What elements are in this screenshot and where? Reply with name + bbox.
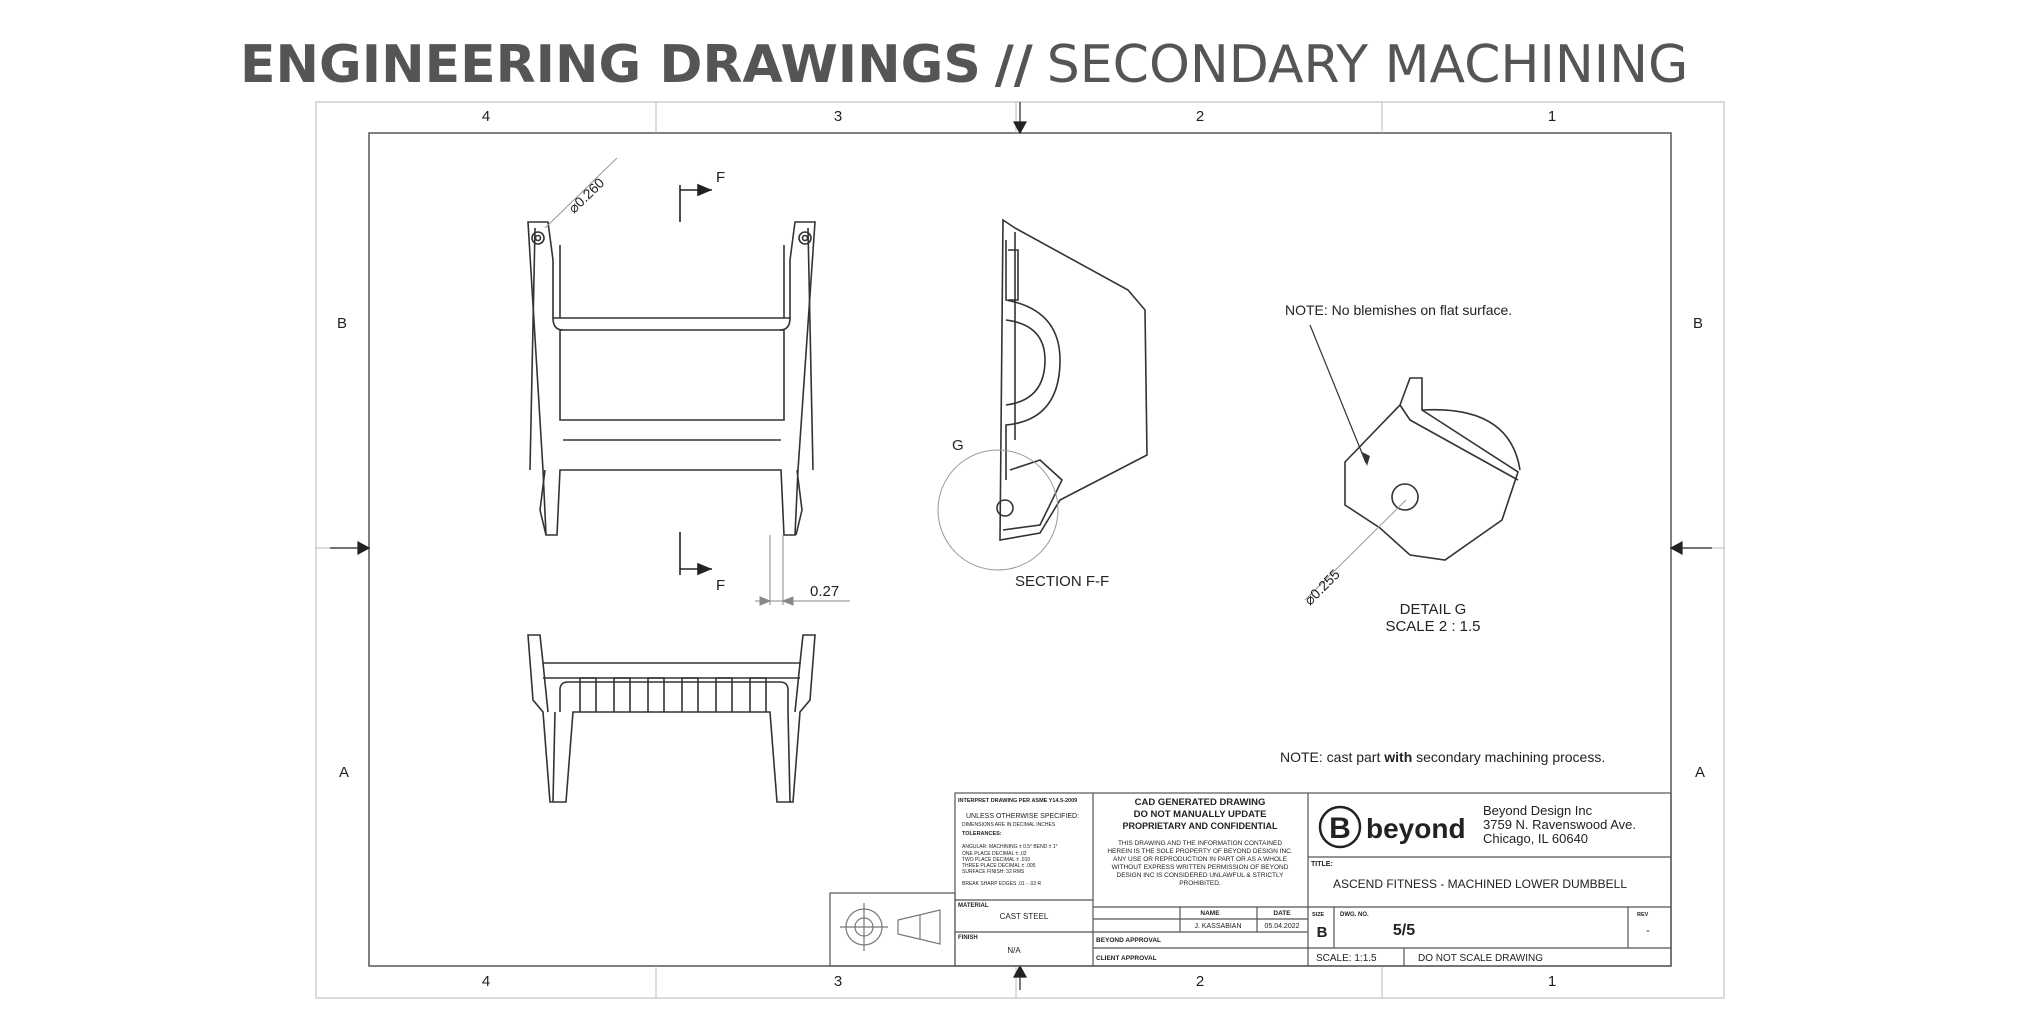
section-letter-top: F	[716, 169, 725, 186]
zone-right-a: A	[1695, 764, 1705, 781]
tb-prop-text-4: WITHOUT EXPRESS WRITTEN PERMISSION OF BE…	[1112, 864, 1289, 871]
section-view-label: SECTION F-F	[1015, 573, 1109, 590]
beyond-logo-icon	[1318, 805, 1362, 849]
note-cast-bold: with	[1383, 749, 1412, 765]
tb-tol-one-place: ONE PLACE DECIMAL ± .02	[962, 851, 1027, 857]
section-cut-marks	[679, 183, 713, 576]
tb-prop-text-3: ANY USE OR REPRODUCTION IN PART OR AS A …	[1113, 856, 1288, 863]
note-blemish: NOTE: No blemishes on flat surface.	[1285, 302, 1512, 318]
tb-prop-text-1: THIS DRAWING AND THE INFORMATION CONTAIN…	[1118, 840, 1282, 847]
zone-left-b: B	[337, 315, 347, 332]
tb-tol-angular: ANGULAR: MACHINING ± 0.5° BEND ± 1°	[962, 844, 1058, 850]
tb-scale: SCALE: 1:1.5	[1316, 953, 1377, 964]
section-view	[996, 218, 1148, 541]
inner-frame	[368, 132, 1672, 967]
section-letter-bottom: F	[716, 577, 725, 594]
tb-title-value: ASCEND FITNESS - MACHINED LOWER DUMBBELL	[1333, 877, 1627, 891]
zone-bottom-3: 3	[834, 973, 842, 990]
title-block-lines	[829, 792, 1672, 967]
dim-027-lines	[755, 535, 850, 606]
tb-proprietary: PROPRIETARY AND CONFIDENTIAL	[1122, 821, 1278, 831]
tb-company-name: Beyond Design Inc	[1483, 803, 1593, 818]
front-view	[527, 634, 816, 803]
tb-logo-letter: B	[1329, 812, 1351, 845]
tb-client-approval: CLIENT APPROVAL	[1096, 955, 1157, 962]
tb-name-header: NAME	[1200, 910, 1220, 917]
tb-company-address2: Chicago, IL 60640	[1483, 831, 1588, 846]
tb-finish-label: FINISH	[958, 935, 978, 941]
zone-top-1: 1	[1548, 108, 1556, 125]
zone-bottom-2: 2	[1196, 973, 1204, 990]
detail-view	[1344, 377, 1521, 561]
page-title-main: ENGINEERING DRAWINGS	[240, 35, 981, 95]
top-view	[527, 221, 816, 536]
third-angle-projection-icon	[840, 903, 941, 951]
tb-logo-word: beyond	[1366, 813, 1466, 844]
tb-tol-two-place: TWO PLACE DECIMAL ± .010	[962, 857, 1030, 863]
dia-top-leader	[544, 157, 618, 229]
tb-break-edges: BREAK SHARP EDGES .01 - .02 R	[962, 881, 1041, 887]
tb-cad-line2: DO NOT MANUALLY UPDATE	[1134, 809, 1267, 820]
note-blemish-arrow	[1362, 452, 1370, 466]
note-cast-prefix: NOTE: cast part	[1280, 749, 1384, 765]
tb-rev-value: -	[1646, 925, 1650, 937]
tb-material-value: CAST STEEL	[1000, 912, 1049, 921]
tb-dims-inches: DIMENSIONS ARE IN DECIMAL INCHES	[962, 822, 1056, 828]
page-title-sub: SECONDARY MACHINING	[1046, 35, 1689, 95]
tb-prop-text-2: HEREIN IS THE SOLE PROPERTY OF BEYOND DE…	[1107, 848, 1292, 855]
tb-drawn-date: 05.04.2022	[1264, 923, 1299, 930]
tb-dwg-label: DWG. NO.	[1340, 912, 1369, 918]
tb-do-not-scale: DO NOT SCALE DRAWING	[1418, 953, 1543, 964]
tb-title-label: TITLE:	[1311, 861, 1333, 868]
page-title-separator: //	[994, 35, 1033, 95]
tb-surface-finish: SURFACE FINISH: 32 RMS	[962, 869, 1025, 875]
zone-top-2: 2	[1196, 108, 1204, 125]
tb-prop-text-5: DESIGN INC IS CONSIDERED UNLAWFUL & STRI…	[1117, 872, 1285, 879]
center-marks	[330, 102, 1712, 990]
tb-tol-three-place: THREE PLACE DECIMAL ± .005	[962, 863, 1036, 869]
tb-unless: UNLESS OTHERWISE SPECIFIED:	[966, 813, 1079, 820]
tb-prop-text-6: PROHIBITED.	[1179, 880, 1221, 887]
tb-company-address1: 3759 N. Ravenswood Ave.	[1483, 817, 1636, 832]
tb-dwg-value: 5/5	[1393, 922, 1415, 939]
note-blemish-leader	[1309, 324, 1367, 464]
tb-date-header: DATE	[1273, 910, 1291, 917]
tb-rev-label: REV	[1637, 912, 1649, 918]
note-cast: NOTE: cast part with secondary machining…	[1280, 749, 1605, 765]
tb-finish-value: N/A	[1007, 946, 1021, 955]
dia-top-label: ⌀0.260	[565, 174, 608, 216]
tb-interpret: INTERPRET DRAWING PER ASME Y14.5-2009	[958, 798, 1077, 804]
tb-size-value: B	[1317, 924, 1328, 941]
zone-bottom-1: 1	[1548, 973, 1556, 990]
zone-bottom-4: 4	[482, 973, 490, 990]
detail-letter: G	[952, 437, 964, 454]
zone-right-b: B	[1693, 315, 1703, 332]
tb-material-label: MATERIAL	[958, 903, 989, 909]
zone-left-a: A	[339, 764, 349, 781]
zone-top-4: 4	[482, 108, 490, 125]
tb-cad-line1: CAD GENERATED DRAWING	[1135, 797, 1266, 808]
page-title: ENGINEERING DRAWINGS//SECONDARY MACHININ…	[240, 30, 1688, 100]
detail-view-scale: SCALE 2 : 1.5	[1385, 618, 1480, 635]
detail-view-label: DETAIL G	[1400, 601, 1467, 618]
tb-tolerances: TOLERANCES:	[962, 831, 1002, 837]
dia-detail-leader	[1304, 499, 1407, 601]
dia-detail-label: ⌀0.255	[1301, 566, 1343, 608]
zone-top-3: 3	[834, 108, 842, 125]
dim-027-label: 0.27	[810, 583, 839, 600]
tb-beyond-approval: BEYOND APPROVAL	[1096, 937, 1161, 944]
tb-drawn-name: J. KASSABIAN	[1194, 923, 1241, 930]
note-cast-suffix: secondary machining process.	[1412, 749, 1605, 765]
tb-size-label: SIZE	[1312, 912, 1325, 918]
detail-g-circle	[937, 449, 1059, 571]
